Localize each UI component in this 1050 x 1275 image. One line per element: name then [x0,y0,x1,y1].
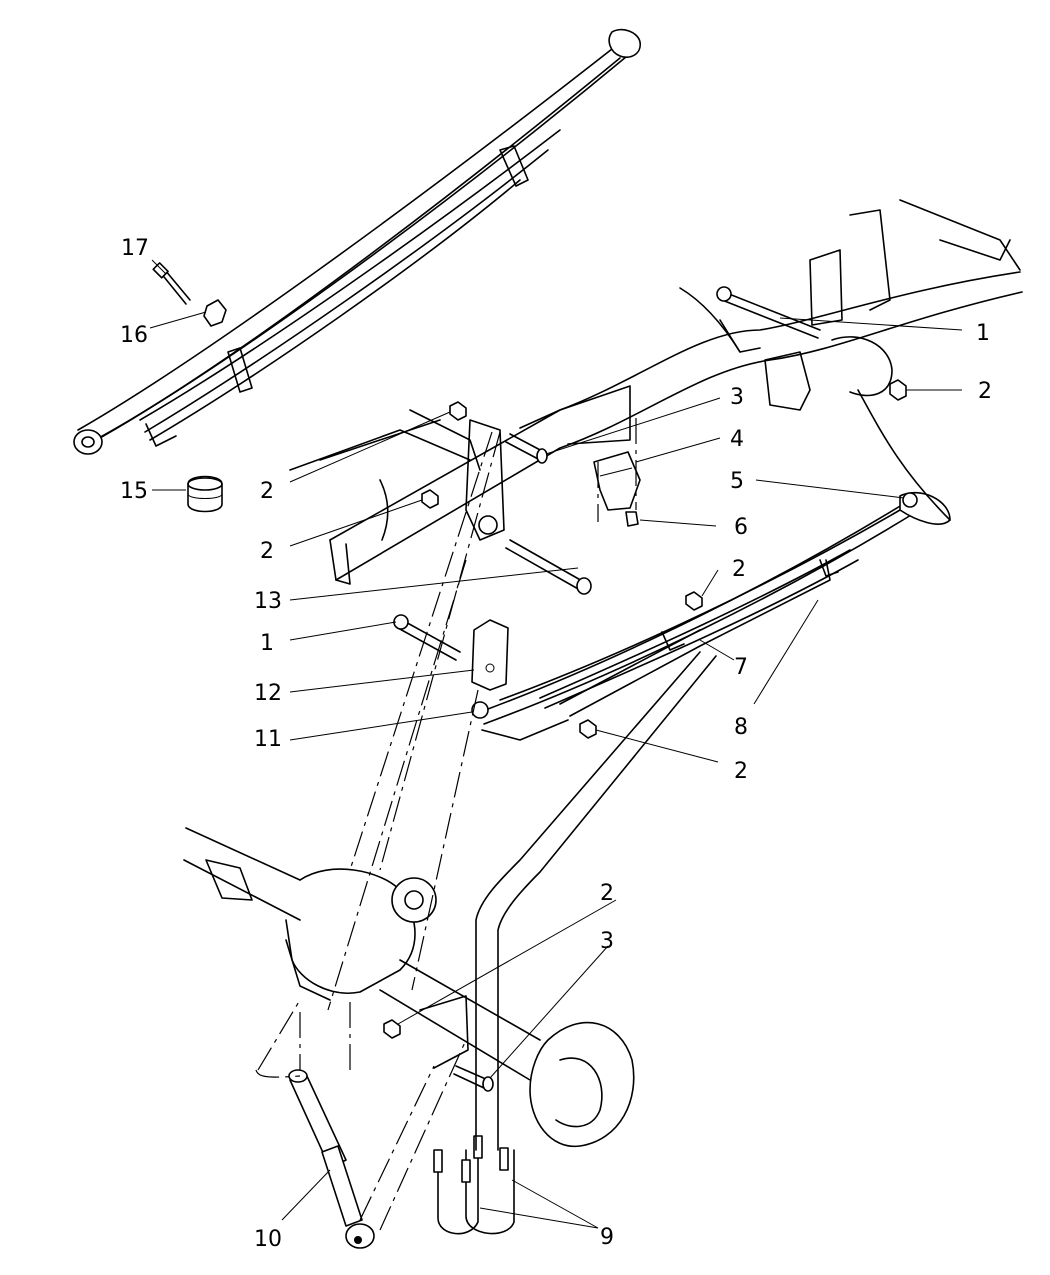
bolt-17 [152,262,191,305]
installed-leaf-spring [471,491,951,741]
callout-2-spring: 2 [732,557,746,582]
callout-5: 5 [730,469,744,494]
phantom-lines [255,431,717,1231]
callout-17: 17 [121,236,149,261]
nut-2-mid-left [421,489,439,509]
callout-9: 9 [600,1225,614,1250]
callout-7: 7 [734,655,748,680]
nut-2-right [889,379,907,401]
callout-16: 16 [120,323,148,348]
nut-2-axle [383,1019,401,1039]
callout-13: 13 [254,589,282,614]
bushing-15 [187,475,223,513]
leaf-spring-assembly [73,28,641,455]
callout-3-lower: 3 [600,929,614,954]
nut-2-lower [579,719,597,739]
callout-2-upper-left: 2 [260,479,274,504]
shackle-12 [471,619,509,691]
bolt-3-upper [505,433,548,464]
shackle-bracket [465,419,505,541]
spacer-plate-7-8 [559,559,831,717]
callout-15: 15 [120,479,148,504]
bracket-4 [593,451,641,511]
callout-1-lower: 1 [260,631,274,656]
rear-axle-housing [183,827,635,1148]
bolt-6 [625,511,639,527]
callout-6: 6 [734,515,748,540]
bolt-1-lower [393,614,461,661]
callout-1-top: 1 [976,321,990,346]
nut-2-spring [685,591,703,611]
callout-12: 12 [254,681,282,706]
callout-3-upper: 3 [730,385,744,410]
leader-lines [149,259,963,1229]
bolt-1-upper [716,286,821,339]
callout-11: 11 [254,727,282,752]
callout-8: 8 [734,715,748,740]
u-bolts-9 [433,1135,515,1235]
hanger-outline [857,389,951,521]
shock-absorber-10 [288,1069,375,1249]
callout-2-right: 2 [978,379,992,404]
callout-2-mid-left: 2 [260,539,274,564]
nut-2-upper-left [449,401,467,421]
callout-4: 4 [730,427,744,452]
bolt-3-lower [453,1065,494,1092]
bolt-13 [505,539,592,595]
callout-10: 10 [254,1227,282,1252]
frame-rail [289,199,1023,585]
callout-2-lower: 2 [734,759,748,784]
callout-2-axle: 2 [600,881,614,906]
nut-16 [203,299,227,327]
